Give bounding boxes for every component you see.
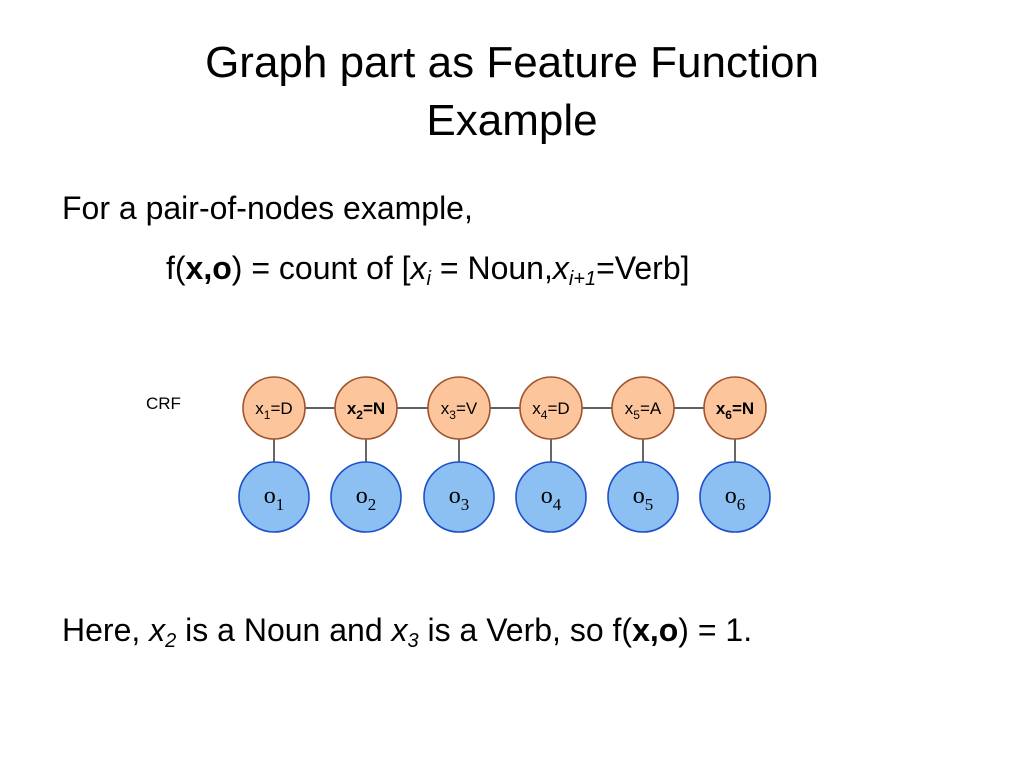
observed-node-circle <box>699 461 771 533</box>
observed-node-label: o6 <box>725 483 746 514</box>
formula-mid: ) = count of [ <box>231 250 411 286</box>
hidden-node: x5=A <box>611 376 675 440</box>
hidden-node: x3=V <box>427 376 491 440</box>
hidden-node: x6=N <box>703 376 767 440</box>
conclusion-var1: x <box>149 612 166 648</box>
conclusion-p2: is a Noun and <box>176 612 392 648</box>
observed-node-label: o5 <box>633 483 654 514</box>
observed-node-label: o3 <box>449 483 470 514</box>
hidden-node-circle <box>242 376 306 440</box>
conclusion-sub1: 2 <box>165 630 177 652</box>
conclusion-var2: x <box>391 612 408 648</box>
observed-node-circle <box>238 461 310 533</box>
conclusion-args: x,o <box>632 612 679 648</box>
conclusion-text: Here, x2 is a Noun and x3 is a Verb, so … <box>62 608 752 652</box>
formula-var1: x <box>410 250 427 286</box>
hidden-node-label: x2=N <box>347 399 385 422</box>
observed-node: o1 <box>238 461 310 533</box>
observed-node-circle <box>330 461 402 533</box>
hidden-node-label: x4=D <box>532 399 569 422</box>
formula-sub2: i+1 <box>568 268 597 290</box>
observed-node-label: o1 <box>264 483 285 514</box>
hidden-node-circle <box>334 376 398 440</box>
conclusion-p4: ) = 1. <box>678 612 753 648</box>
hidden-node-circle <box>427 376 491 440</box>
formula-prefix: f( <box>166 250 186 286</box>
formula-sub1: i <box>426 268 431 290</box>
title-line-2: Example <box>426 96 598 145</box>
hidden-node-circle <box>519 376 583 440</box>
formula-var2: x <box>552 250 569 286</box>
hidden-node-circle <box>703 376 767 440</box>
observed-node: o3 <box>423 461 495 533</box>
hidden-node-label: x1=D <box>255 399 292 422</box>
hidden-node-circle <box>611 376 675 440</box>
formula-eq2: =Verb] <box>596 250 690 286</box>
observed-node-circle <box>607 461 679 533</box>
conclusion-p3: is a Verb, so f( <box>418 612 633 648</box>
intro-text: For a pair-of-nodes example, <box>62 190 473 226</box>
conclusion-p1: Here, <box>62 612 150 648</box>
observed-node: o6 <box>699 461 771 533</box>
hidden-node-label: x5=A <box>625 399 662 422</box>
hidden-node: x2=N <box>334 376 398 440</box>
title-line-1: Graph part as Feature Function <box>205 38 819 87</box>
observed-node: o5 <box>607 461 679 533</box>
slide-title: Graph part as Feature Function Example <box>0 34 1024 150</box>
hidden-node: x4=D <box>519 376 583 440</box>
formula-eq1: = Noun, <box>431 250 553 286</box>
observed-node-label: o2 <box>356 483 377 514</box>
observed-node: o2 <box>330 461 402 533</box>
conclusion-sub2: 3 <box>407 630 419 652</box>
hidden-node-label: x6=N <box>716 399 754 422</box>
observed-node-circle <box>515 461 587 533</box>
crf-label: CRF <box>146 394 181 413</box>
observed-node-label: o4 <box>541 483 562 514</box>
observed-node-circle <box>423 461 495 533</box>
feature-formula: f(x,o) = count of [xi = Noun,xi+1=Verb] <box>166 246 690 290</box>
formula-args: x,o <box>185 250 232 286</box>
observed-node: o4 <box>515 461 587 533</box>
hidden-node-label: x3=V <box>441 399 478 422</box>
hidden-node: x1=D <box>242 376 306 440</box>
